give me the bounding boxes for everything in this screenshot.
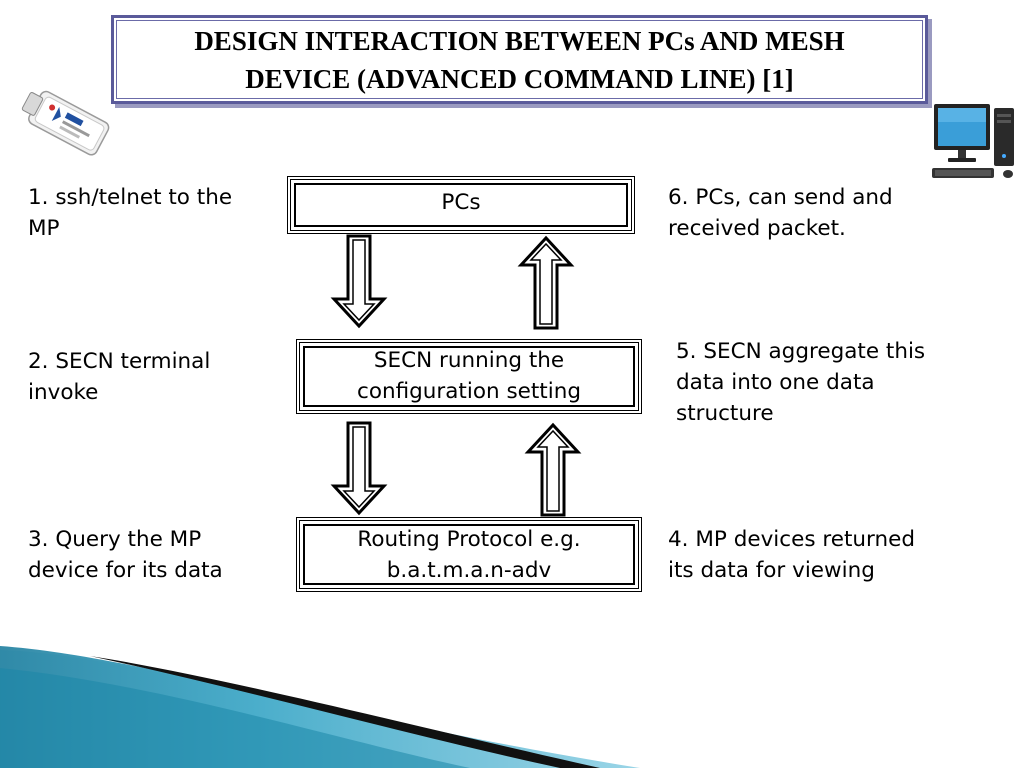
routing-box-line-2: b.a.t.m.a.n-adv bbox=[386, 558, 552, 583]
title-line-1: DESIGN INTERACTION BETWEEN PCs AND MESH bbox=[194, 25, 845, 56]
decorative-swoosh bbox=[0, 646, 640, 768]
title-box: DESIGN INTERACTION BETWEEN PCs AND MESH … bbox=[111, 15, 928, 104]
pcs-box: PCs bbox=[287, 176, 635, 234]
step-6-label: 6. PCs, can send and received packet. bbox=[668, 185, 893, 241]
step-1-label: 1. ssh/telnet to the MP bbox=[28, 185, 233, 241]
arrow-down-secn-to-routing bbox=[330, 421, 388, 516]
arrow-up-secn-to-pcs bbox=[517, 235, 575, 330]
step-3-label: 3. Query the MP device for its data bbox=[28, 527, 223, 583]
title-line-2: DEVICE (ADVANCED COMMAND LINE) [1] bbox=[245, 63, 794, 94]
step-2-label: 2. SECN terminal invoke bbox=[28, 349, 211, 405]
usb-mesh-device-icon bbox=[21, 90, 110, 156]
slide-title: DESIGN INTERACTION BETWEEN PCs AND MESH … bbox=[194, 22, 844, 98]
secn-box-line-1: SECN running the bbox=[373, 348, 565, 373]
step-5-label: 5. SECN aggregate this data into one dat… bbox=[676, 339, 926, 426]
secn-box-line-2: configuration setting bbox=[357, 379, 581, 404]
secn-box: SECN running the configuration setting bbox=[296, 339, 642, 414]
routing-box-line-1: Routing Protocol e.g. bbox=[357, 527, 581, 552]
pcs-box-label: PCs bbox=[441, 190, 481, 215]
routing-protocol-box: Routing Protocol e.g. b.a.t.m.a.n-adv bbox=[296, 517, 642, 592]
arrow-up-routing-to-secn bbox=[524, 422, 582, 517]
arrow-down-pcs-to-secn bbox=[330, 234, 388, 329]
desktop-computer-icon bbox=[932, 104, 1014, 178]
step-4-label: 4. MP devices returned its data for view… bbox=[668, 527, 915, 583]
